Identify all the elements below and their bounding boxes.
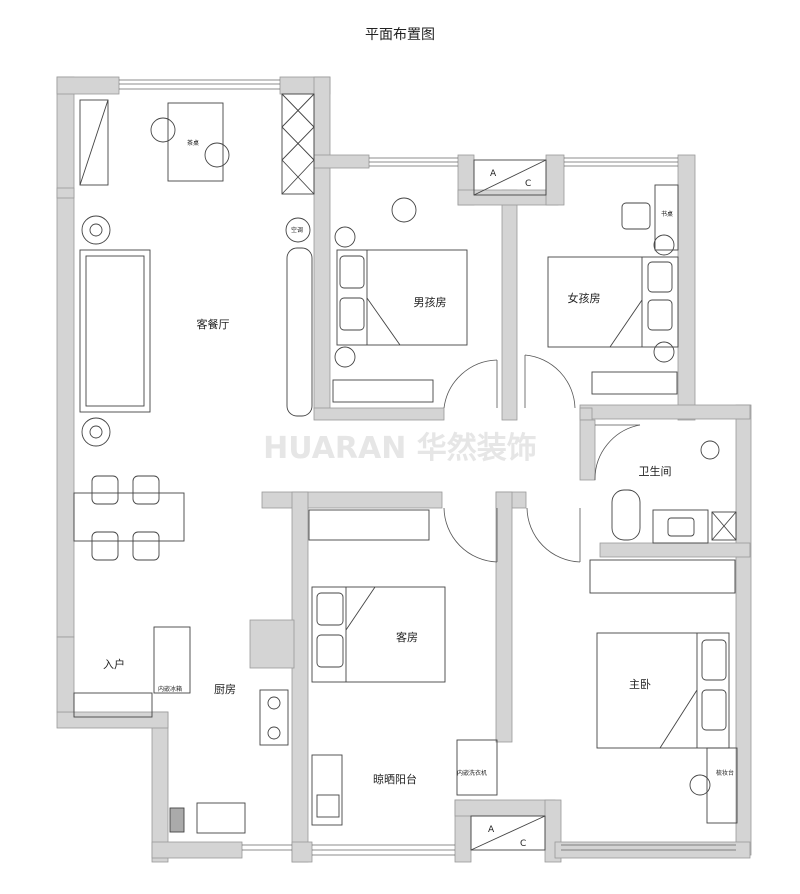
label-washer: 内嵌洗衣机 xyxy=(457,769,487,777)
room-label-boy-room: 男孩房 xyxy=(414,296,447,309)
label-desk: 书桌 xyxy=(661,210,673,218)
room-label-girl-room: 女孩房 xyxy=(568,291,601,305)
page-title: 平面布置图 xyxy=(365,27,435,43)
doors xyxy=(443,354,641,563)
label-fridge: 内嵌冰箱 xyxy=(158,685,182,693)
room-label-living-dining: 客餐厅 xyxy=(197,317,230,331)
room-label-bathroom: 卫生间 xyxy=(639,464,672,478)
room-label-balcony: 晾晒阳台 xyxy=(373,772,417,786)
windows xyxy=(119,79,736,856)
label-ac-a-bottom: A xyxy=(488,825,495,835)
room-label-guest-room: 客房 xyxy=(396,630,418,644)
room-label-kitchen: 厨房 xyxy=(214,683,236,696)
label-ac-a-top: A xyxy=(490,169,497,179)
room-label-entrance: 入户 xyxy=(103,657,125,671)
furniture xyxy=(73,93,738,851)
label-dresser: 梳妆台 xyxy=(716,769,734,777)
watermark: HUARAN 华然装饰 xyxy=(263,431,537,466)
label-aircon: 空调 xyxy=(291,226,303,234)
label-ac-c-bottom: C xyxy=(520,839,526,849)
label-tea-table: 茶桌 xyxy=(187,139,199,147)
label-ac-c-top: C xyxy=(525,179,531,189)
room-label-master-bedroom: 主卧 xyxy=(629,678,651,691)
